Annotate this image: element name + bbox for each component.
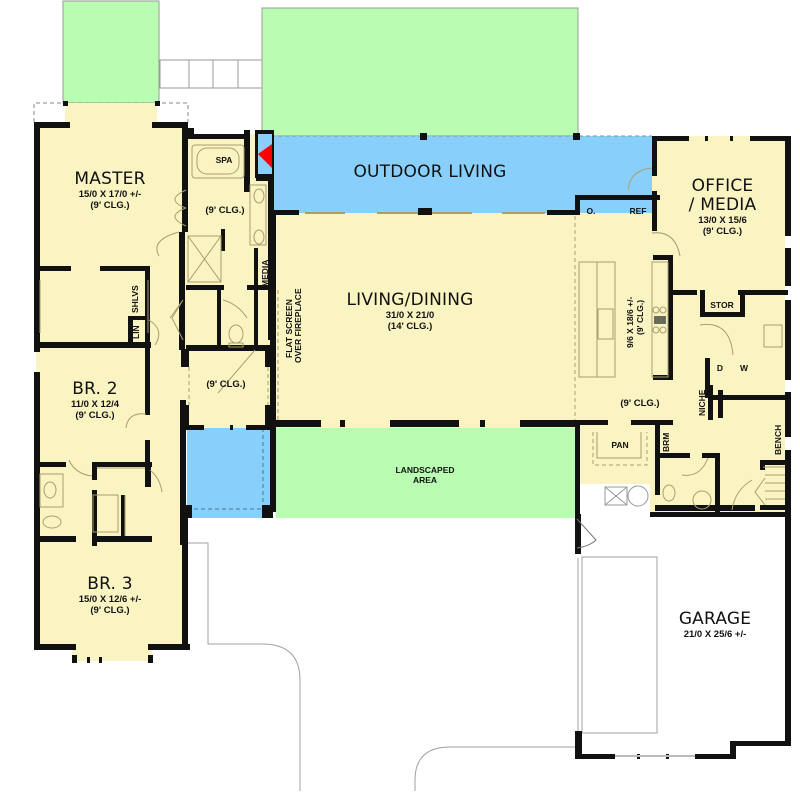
- landscaped-line2: AREA: [412, 475, 438, 485]
- water-heater-icon: [604, 485, 649, 507]
- room-dims: 31/0 X 21/0: [385, 310, 435, 321]
- room-name: LIVING/DINING: [346, 290, 474, 310]
- label-media: MEDIA: [260, 259, 270, 287]
- room-ceiling: (14' CLG.): [387, 321, 433, 332]
- label-oven: O.: [586, 206, 596, 216]
- label-niche: NICHE: [697, 389, 707, 416]
- room-dims: 15/0 X 17/0 +/-: [78, 189, 142, 200]
- label-spa: SPA: [215, 155, 233, 165]
- room-dims: 13/0 X 15/6: [698, 215, 747, 226]
- spa-tub: [191, 144, 245, 179]
- room-master: MASTER 15/0 X 17/0 +/- (9' CLG.): [40, 169, 180, 212]
- entry-ceiling: (9' CLG.): [206, 379, 246, 390]
- room-dims: 21/0 X 25/6 +/-: [683, 629, 747, 640]
- roof-overhang-master: [33, 102, 189, 122]
- room-name: BR. 3: [87, 574, 133, 594]
- label-dryer: D: [716, 363, 724, 373]
- room-name-line2: / MEDIA: [688, 195, 757, 215]
- paver-path: [159, 59, 263, 89]
- landscaped-court: [276, 428, 575, 518]
- room-dims: 15/0 X 12/6 +/-: [78, 594, 142, 605]
- rear-yard: [261, 7, 579, 137]
- room-ceiling: (9' CLG.): [702, 226, 743, 237]
- room-br2: BR. 2 11/0 X 12/4 (9' CLG.): [40, 379, 150, 422]
- landscaped-line1: LANDSCAPED: [395, 465, 455, 475]
- landscaped-area-label: LANDSCAPED AREA: [370, 465, 480, 485]
- label-storage: STOR: [710, 300, 734, 310]
- fireplace-note-line2: OVER FIREPLACE: [293, 288, 303, 363]
- room-dims: 11/0 X 12/4: [70, 399, 120, 410]
- label-bench: BENCH: [773, 424, 783, 455]
- covered-patio: [187, 428, 271, 518]
- room-living-dining: LIVING/DINING 31/0 X 21/0 (14' CLG.): [310, 290, 510, 333]
- nook-ceiling: (9' CLG.): [620, 398, 660, 409]
- walls: [34, 101, 791, 663]
- room-garage: GARAGE 21/0 X 25/6 +/-: [650, 609, 780, 641]
- kitchen-dims: 9/6 X 18/6 +/-: [625, 296, 635, 348]
- driveway-outline: [186, 542, 658, 791]
- label-refrigerator: REF: [629, 206, 647, 216]
- label-pantry: PAN: [611, 440, 629, 450]
- interior-floor: [36, 103, 785, 661]
- room-name: MASTER: [74, 169, 146, 189]
- label-linen: LIN: [131, 325, 141, 339]
- room-ceiling: (9' CLG.): [90, 605, 130, 616]
- room-name-line1: OFFICE: [691, 176, 754, 196]
- fireplace-icon: [258, 144, 272, 168]
- room-br3: BR. 3 15/0 X 12/6 +/- (9' CLG.): [40, 574, 180, 617]
- master-bath-ceiling: (9' CLG.): [205, 205, 245, 216]
- kitchen-ceiling: (9' CLG.): [635, 299, 645, 335]
- label-broom: BRM: [661, 432, 671, 452]
- label-washer: W: [739, 363, 749, 373]
- room-ceiling: (9' CLG.): [90, 200, 130, 211]
- front-yard-left: [62, 0, 160, 104]
- label-shelves: SHLVS: [130, 285, 140, 313]
- room-outdoor-living: OUTDOOR LIVING: [353, 162, 507, 182]
- room-ceiling: (9' CLG.): [75, 410, 115, 421]
- room-name: GARAGE: [678, 609, 752, 629]
- outdoor-living-area: [271, 136, 652, 213]
- room-name: BR. 2: [72, 379, 118, 399]
- room-office-media: OFFICE / MEDIA 13/0 X 15/6 (9' CLG.): [660, 176, 785, 238]
